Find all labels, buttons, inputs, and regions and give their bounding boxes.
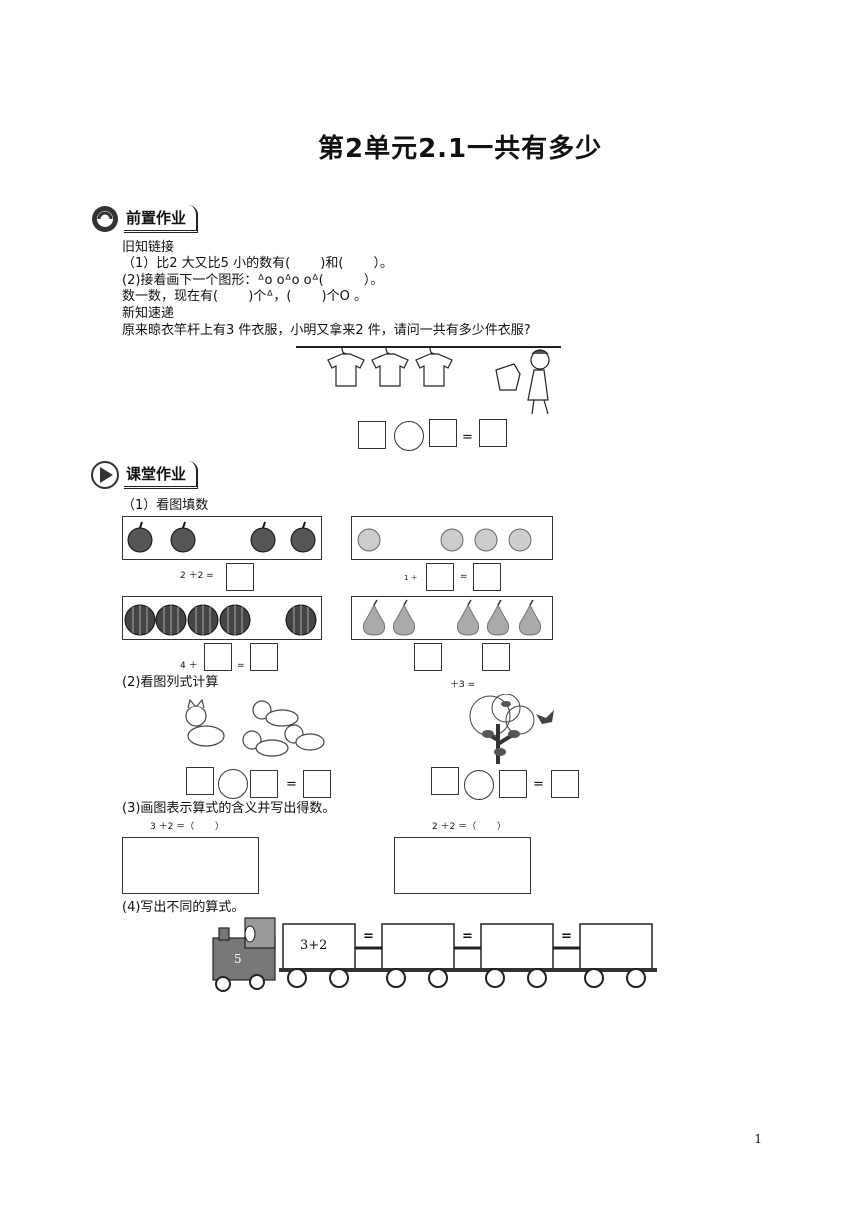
- pear-equation: ＋3 =: [450, 680, 476, 690]
- cats-answer-box-2[interactable]: [250, 770, 278, 798]
- pear-picture-frame: [351, 596, 553, 640]
- q1-title: （1）看图填数: [122, 498, 209, 513]
- pear-answer-box-1[interactable]: [414, 643, 442, 671]
- section-header-class: 课堂作业: [90, 460, 199, 490]
- new-knowledge-heading: 新知速递: [122, 306, 175, 321]
- train-engine-number: 5: [234, 952, 242, 966]
- cats-operator-circle[interactable]: [218, 769, 248, 799]
- peach-equation: 1 ＋: [404, 574, 418, 582]
- peach-answer-box-1[interactable]: [426, 563, 454, 591]
- watermelon-equation: 4 ＋: [180, 661, 198, 671]
- train-equals-2: =: [462, 929, 473, 944]
- birds-answer-box-1[interactable]: [431, 767, 459, 795]
- word-problem: 原来晾衣竿杆上有3 件衣服，小明又拿来2 件，请问一共有多少件衣服?: [122, 323, 531, 338]
- question-1: （1）比2 大又比5 小的数有( )和( ）。: [122, 256, 394, 271]
- page-title: 第2单元2.1一共有多少: [318, 134, 603, 164]
- section-label-class: 课堂作业: [124, 461, 199, 489]
- question-2-suffix: ）。: [363, 273, 384, 288]
- watermelon-equals: =: [237, 661, 245, 671]
- apple-icons: [127, 521, 316, 553]
- watermelon-answer-box-2[interactable]: [250, 643, 278, 671]
- apple-equation: 2 ＋2 =: [180, 571, 214, 581]
- shape-sequence: ᐞo oᐞo oᐞ(: [257, 273, 324, 288]
- q3-left-drawing-box[interactable]: [122, 837, 259, 894]
- q3-left-equation: 3 ＋2 ＝（ ）: [150, 822, 225, 832]
- train-illustration: [212, 917, 657, 992]
- section-header-pre: 前置作业: [90, 204, 199, 234]
- cats-answer-box-3[interactable]: [303, 770, 331, 798]
- operator-circle[interactable]: [394, 421, 424, 451]
- peach-picture-frame: [351, 516, 553, 560]
- birds-answer-box-3[interactable]: [551, 770, 579, 798]
- birds-answer-box-2[interactable]: [499, 770, 527, 798]
- play-icon: [91, 461, 119, 489]
- q2-title: (2)看图列式计算: [122, 675, 219, 690]
- peach-icons: [357, 528, 532, 552]
- section-label-pre: 前置作业: [124, 205, 199, 233]
- bird-tree-illustration: [469, 694, 554, 764]
- answer-box-1[interactable]: [358, 421, 386, 449]
- watermelon-answer-box-1[interactable]: [204, 643, 232, 671]
- swirl-icon: [92, 206, 118, 232]
- train-equals-3: =: [561, 929, 572, 944]
- answer-box-3[interactable]: [479, 419, 507, 447]
- question-2: (2)接着画下一个图形：ᐞo oᐞo oᐞ( ）。: [122, 273, 383, 289]
- answer-box-2[interactable]: [429, 419, 457, 447]
- question-3: 数一数，现在有( )个ᐞ，( )个O 。: [122, 289, 367, 304]
- page-number: 1: [754, 1132, 762, 1146]
- old-knowledge-heading: 旧知链接: [122, 240, 175, 255]
- q3-title: (3)画图表示算式的含义并写出得数。: [122, 801, 336, 816]
- peach-equals: =: [460, 572, 468, 582]
- train-car-1-expression: 3+2: [300, 938, 328, 953]
- cats-illustration: [185, 698, 325, 757]
- q3-right-equation: 2 ＋2 ＝（ ）: [432, 822, 507, 832]
- cats-answer-box-1[interactable]: [186, 767, 214, 795]
- watermelon-icons: [124, 604, 317, 636]
- q4-title: (4)写出不同的算式。: [122, 900, 245, 915]
- apple-answer-box[interactable]: [226, 563, 254, 591]
- q3-right-drawing-box[interactable]: [394, 837, 531, 894]
- clothesline-illustration: [296, 346, 561, 415]
- question-2-prefix: (2)接着画下一个图形：: [122, 273, 258, 288]
- peach-answer-box-2[interactable]: [473, 563, 501, 591]
- birds-operator-circle[interactable]: [464, 770, 494, 800]
- equals-sign: =: [462, 430, 473, 445]
- watermelon-picture-frame: [122, 596, 322, 640]
- apple-picture-frame: [122, 516, 322, 560]
- birds-equals: =: [533, 777, 544, 792]
- train-equals-1: =: [363, 929, 374, 944]
- pear-answer-box-2[interactable]: [482, 643, 510, 671]
- pear-icons: [363, 599, 541, 636]
- cats-equals: =: [286, 777, 297, 792]
